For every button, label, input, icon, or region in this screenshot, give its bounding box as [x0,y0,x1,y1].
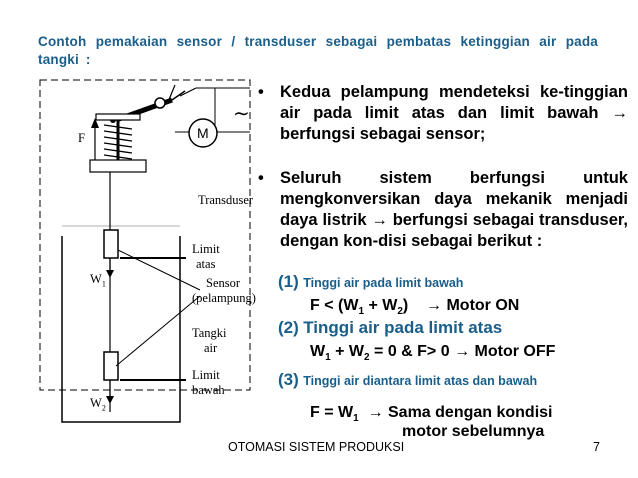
condition-2-equation: W1 + W2 = 0 & F> 0 → Motor OFF [310,343,556,364]
page-number: 7 [593,440,600,454]
condition-3: (3) Tinggi air diantara limit atas dan b… [278,370,538,389]
bullet-1-text: Kedua pelampung mendeteksi ke-tinggian a… [280,83,628,143]
motor-label: M [197,125,209,141]
bullet-2-text: Seluruh sistem berfungsi untuk mengkonve… [280,169,628,250]
spring [103,124,133,160]
condition-2: (2) Tinggi air pada limit atas [278,318,503,337]
force-label: F [78,131,85,145]
water-tank [61,236,181,423]
w1-label: W1 [90,272,106,289]
motor-icon [188,118,218,148]
transducer-boundary [39,79,251,391]
condition-3-equation-cont: motor sebelumnya [402,423,545,440]
footer-text: OTOMASI SISTEM PRODUKSI [228,440,405,454]
sensor-label: Sensor(pelampung) [192,276,256,305]
ac-source-icon: ∼ [233,101,250,125]
slide-title: Contoh pemakaian sensor / transduser seb… [38,34,598,67]
w2-label: W2 [90,396,106,413]
condition-1: (1) Tinggi air pada limit bawah [278,272,464,291]
transducer-label: Transduser [198,193,254,207]
lower-float [103,351,119,381]
upper-float [103,229,119,259]
condition-1-equation: F < (W1 + W2) → Motor ON [310,297,520,318]
condition-3-equation: F = W1 → Sama dengan kondisi [310,404,553,425]
